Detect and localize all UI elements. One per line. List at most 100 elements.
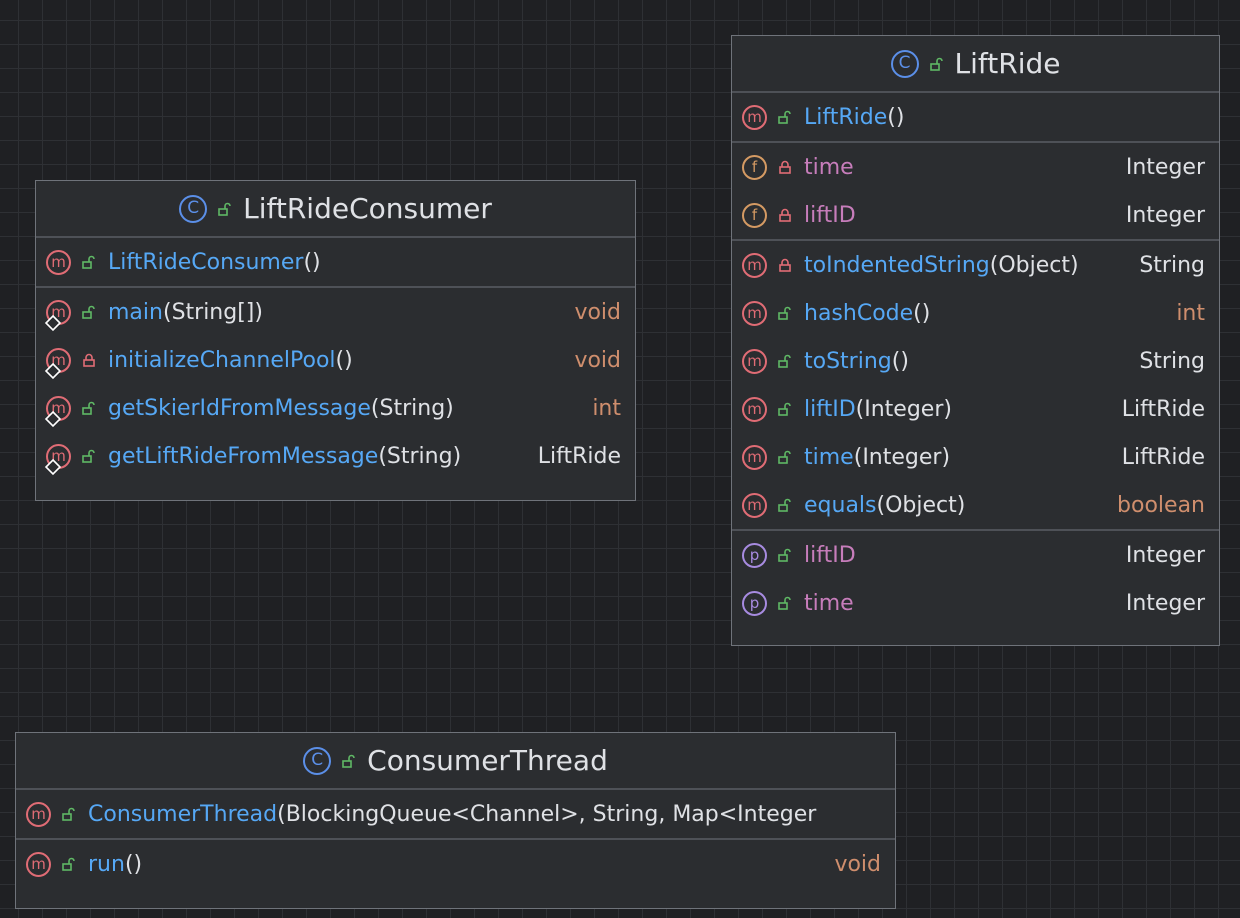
- method-badge-icon: m: [742, 492, 767, 518]
- paren-close: ): [445, 395, 454, 421]
- method-row[interactable]: m getLiftRideFromMessage(String) LiftRid…: [36, 432, 635, 480]
- method-name: hashCode: [804, 300, 914, 326]
- return-type: String: [1139, 348, 1205, 374]
- method-params: Object: [885, 492, 957, 518]
- paren-open: (: [124, 851, 134, 877]
- property-row[interactable]: p liftID Integer: [732, 531, 1219, 579]
- paren-close: ): [921, 300, 931, 326]
- paren-close: ): [312, 249, 321, 275]
- static-diamond-icon: [44, 362, 62, 380]
- public-unlock-icon: [778, 354, 791, 368]
- methods-section: m run() void: [16, 840, 895, 888]
- constructor-params: BlockingQueue<Channel>, String, Map<Inte…: [285, 801, 817, 827]
- method-badge-icon: m: [742, 444, 767, 470]
- method-row[interactable]: m liftID(Integer) LiftRide: [732, 385, 1219, 433]
- public-unlock-icon: [778, 306, 791, 320]
- return-type: String: [1139, 252, 1205, 278]
- property-name: time: [804, 590, 854, 616]
- paren-open: (: [891, 348, 901, 374]
- paren-open: (: [989, 252, 999, 278]
- method-row[interactable]: m initializeChannelPool() void: [36, 336, 635, 384]
- public-unlock-icon: [82, 305, 95, 319]
- method-params: Integer: [862, 444, 942, 470]
- paren-open: (: [335, 347, 345, 373]
- paren-open: (: [853, 444, 863, 470]
- class-header[interactable]: C ConsumerThread: [16, 733, 895, 790]
- paren-close: ): [1070, 252, 1079, 278]
- method-row[interactable]: m main(String[]) void: [36, 288, 635, 336]
- paren-open: (: [876, 492, 886, 518]
- return-type: LiftRide: [537, 443, 621, 469]
- methods-section: m main(String[]) void m initializeChanne…: [36, 288, 635, 480]
- class-box-liftrideconsumer[interactable]: C LiftRideConsumer m LiftRideConsumer() …: [35, 180, 636, 501]
- public-unlock-icon: [778, 402, 791, 416]
- field-row[interactable]: f liftID Integer: [732, 191, 1219, 239]
- class-name: ConsumerThread: [367, 744, 608, 777]
- method-row[interactable]: m getSkierIdFromMessage(String) int: [36, 384, 635, 432]
- property-badge-icon: p: [742, 590, 767, 616]
- method-badge-icon: m: [742, 348, 767, 374]
- public-unlock-icon: [62, 857, 75, 871]
- method-name: getSkierIdFromMessage: [108, 395, 371, 421]
- method-row[interactable]: m run() void: [16, 840, 895, 888]
- constructor-row[interactable]: m LiftRide(): [732, 93, 1219, 141]
- return-type: void: [574, 347, 621, 373]
- field-name: time: [804, 154, 854, 180]
- methods-section: m toIndentedString(Object) String m hash…: [732, 241, 1219, 531]
- field-row[interactable]: f time Integer: [732, 143, 1219, 191]
- method-row[interactable]: m toString() String: [732, 337, 1219, 385]
- paren-open: (: [855, 396, 865, 422]
- runnable-class-icon: C: [179, 194, 208, 223]
- constructor-row[interactable]: m ConsumerThread(BlockingQueue<Channel>,…: [16, 790, 895, 838]
- public-unlock-icon: [62, 807, 75, 821]
- static-diamond-icon: [44, 410, 62, 428]
- public-unlock-icon: [929, 57, 943, 71]
- paren-open: (: [913, 300, 922, 326]
- properties-section: p liftID Integer p time Integer: [732, 531, 1219, 627]
- method-params: String: [379, 395, 446, 421]
- paren-close: ): [254, 299, 263, 325]
- field-badge-icon: f: [742, 202, 767, 228]
- method-badge-icon: m: [742, 252, 767, 278]
- constructor-name: ConsumerThread: [88, 801, 278, 827]
- property-type: Integer: [1125, 542, 1205, 568]
- public-unlock-icon: [342, 754, 355, 768]
- constructor-row[interactable]: m LiftRideConsumer(): [36, 238, 635, 286]
- method-name: liftID: [804, 396, 856, 422]
- return-type: int: [592, 395, 621, 421]
- method-badge-icon: m: [742, 104, 767, 130]
- class-header[interactable]: C LiftRideConsumer: [36, 181, 635, 238]
- field-badge-icon: f: [742, 154, 767, 180]
- property-row[interactable]: p time Integer: [732, 579, 1219, 627]
- class-header[interactable]: C LiftRide: [732, 36, 1219, 93]
- class-icon: C: [303, 746, 332, 775]
- constructors-section: m LiftRideConsumer(): [36, 238, 635, 288]
- private-lock-icon: [779, 208, 791, 222]
- class-box-consumerthread[interactable]: C ConsumerThread m ConsumerThread(Blocki…: [15, 732, 896, 909]
- paren-open: (: [370, 395, 380, 421]
- method-params: String[]: [171, 299, 255, 325]
- paren-open: (: [378, 443, 387, 469]
- return-type: void: [574, 299, 621, 325]
- class-box-liftride[interactable]: C LiftRide m LiftRide() f time Integer f…: [731, 35, 1220, 646]
- class-name: LiftRideConsumer: [243, 192, 492, 225]
- method-name: initializeChannelPool: [108, 347, 336, 373]
- constructors-section: m ConsumerThread(BlockingQueue<Channel>,…: [16, 790, 895, 840]
- paren-open: (: [277, 801, 286, 827]
- method-row[interactable]: m equals(Object) boolean: [732, 481, 1219, 529]
- method-row[interactable]: m toIndentedString(Object) String: [732, 241, 1219, 289]
- method-badge-icon: m: [742, 300, 767, 326]
- constructor-name: LiftRide: [804, 104, 888, 130]
- method-row[interactable]: m time(Integer) LiftRide: [732, 433, 1219, 481]
- static-diamond-icon: [44, 458, 62, 476]
- field-name: liftID: [804, 202, 856, 228]
- method-row[interactable]: m hashCode() int: [732, 289, 1219, 337]
- method-name: equals: [804, 492, 877, 518]
- paren-close: ): [956, 492, 966, 518]
- method-name: toIndentedString: [804, 252, 990, 278]
- paren-close: ): [943, 396, 952, 422]
- method-badge-icon: m: [26, 801, 51, 827]
- return-type: LiftRide: [1121, 444, 1205, 470]
- public-unlock-icon: [778, 450, 791, 464]
- property-badge-icon: p: [742, 542, 767, 568]
